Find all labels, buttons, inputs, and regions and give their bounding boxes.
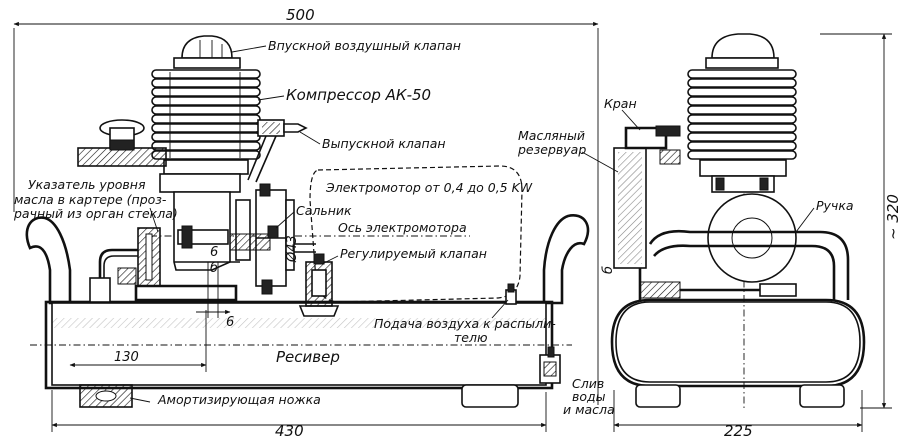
exhaust-valve-label: Выпускной клапан [322, 136, 446, 151]
dim-430-text: 430 [275, 422, 304, 439]
dim-500-text: 500 [286, 6, 315, 24]
dim-225-text: 225 [724, 422, 753, 439]
front-foot-right [799, 384, 845, 408]
dimension-320: ~ 320 [820, 33, 900, 409]
drain-label-3: и масла [563, 402, 615, 417]
gland-label: Сальник [296, 203, 352, 218]
electric-motor-outline [309, 165, 523, 303]
air-supply-fitting [505, 283, 517, 305]
carry-handle [648, 229, 850, 300]
oil-indicator-label-2: масла в картере (проз- [14, 192, 167, 207]
dim-6-top: 6 [210, 245, 218, 260]
oil-indicator-label-1: Указатель уровня [28, 177, 146, 192]
drain-label-1: Слив [572, 376, 604, 391]
damping-foot-left [79, 384, 133, 408]
drain-plug [539, 346, 561, 384]
damping-foot-right [461, 384, 519, 408]
oil-level-indicator [89, 227, 238, 303]
flywheel [77, 119, 167, 167]
side-view: 500 130 Ресивер Амортизирующая ножка [13, 6, 615, 439]
dim-43-text: Ø43 [285, 235, 300, 263]
reg-valve-label: Регулируемый клапан [340, 246, 487, 261]
right-handle [542, 214, 590, 305]
damping-foot-label: Амортизирующая ножка [157, 392, 321, 407]
left-handle [25, 216, 72, 305]
tap-label: Кран [604, 96, 637, 111]
shaft-coupling [229, 183, 316, 295]
motor-axis-label: Ось электромотора [338, 220, 467, 235]
receiver-end-view [615, 301, 861, 383]
exhaust-valve [247, 119, 308, 183]
front-cylinder [687, 33, 797, 193]
oil-tank [613, 125, 797, 302]
dim-320-text: ~ 320 [884, 194, 900, 240]
dimension-430: 430 [51, 390, 547, 439]
compressor-cylinder [151, 35, 261, 175]
compressor-label: Компрессор АК-50 [286, 86, 431, 104]
regulating-valve [298, 253, 340, 317]
dim-6-bottom: 6 [226, 315, 234, 330]
oil-indicator-label-3: рачный из орган стекла) [13, 206, 178, 221]
dim-6-side: б [210, 261, 218, 276]
intake-valve-label: Впускной воздушный клапан [268, 38, 461, 53]
handle-label: Ручка [816, 198, 854, 213]
oil-tank-label-2: резервуар [517, 142, 586, 157]
air-supply-label-2: телю [454, 330, 487, 345]
front-view: ~ 320 225 [517, 33, 900, 439]
dimension-225: 225 [613, 390, 863, 439]
crankcase [159, 173, 241, 271]
motor-label: Электромотор от 0,4 до 0,5 KW [325, 180, 533, 195]
dim-6-front: б [601, 266, 616, 274]
dim-130-text: 130 [114, 350, 139, 365]
dimension-500: 500 [13, 6, 599, 405]
drain-label-2: воды [572, 389, 606, 404]
front-foot-left [635, 384, 681, 408]
receiver-tank [51, 302, 547, 386]
oil-tank-label-1: Масляный [518, 128, 585, 143]
motor-end-view [707, 193, 797, 283]
air-supply-label-1: Подача воздуха к распыли- [374, 316, 556, 331]
receiver-label: Ресивер [276, 348, 340, 366]
